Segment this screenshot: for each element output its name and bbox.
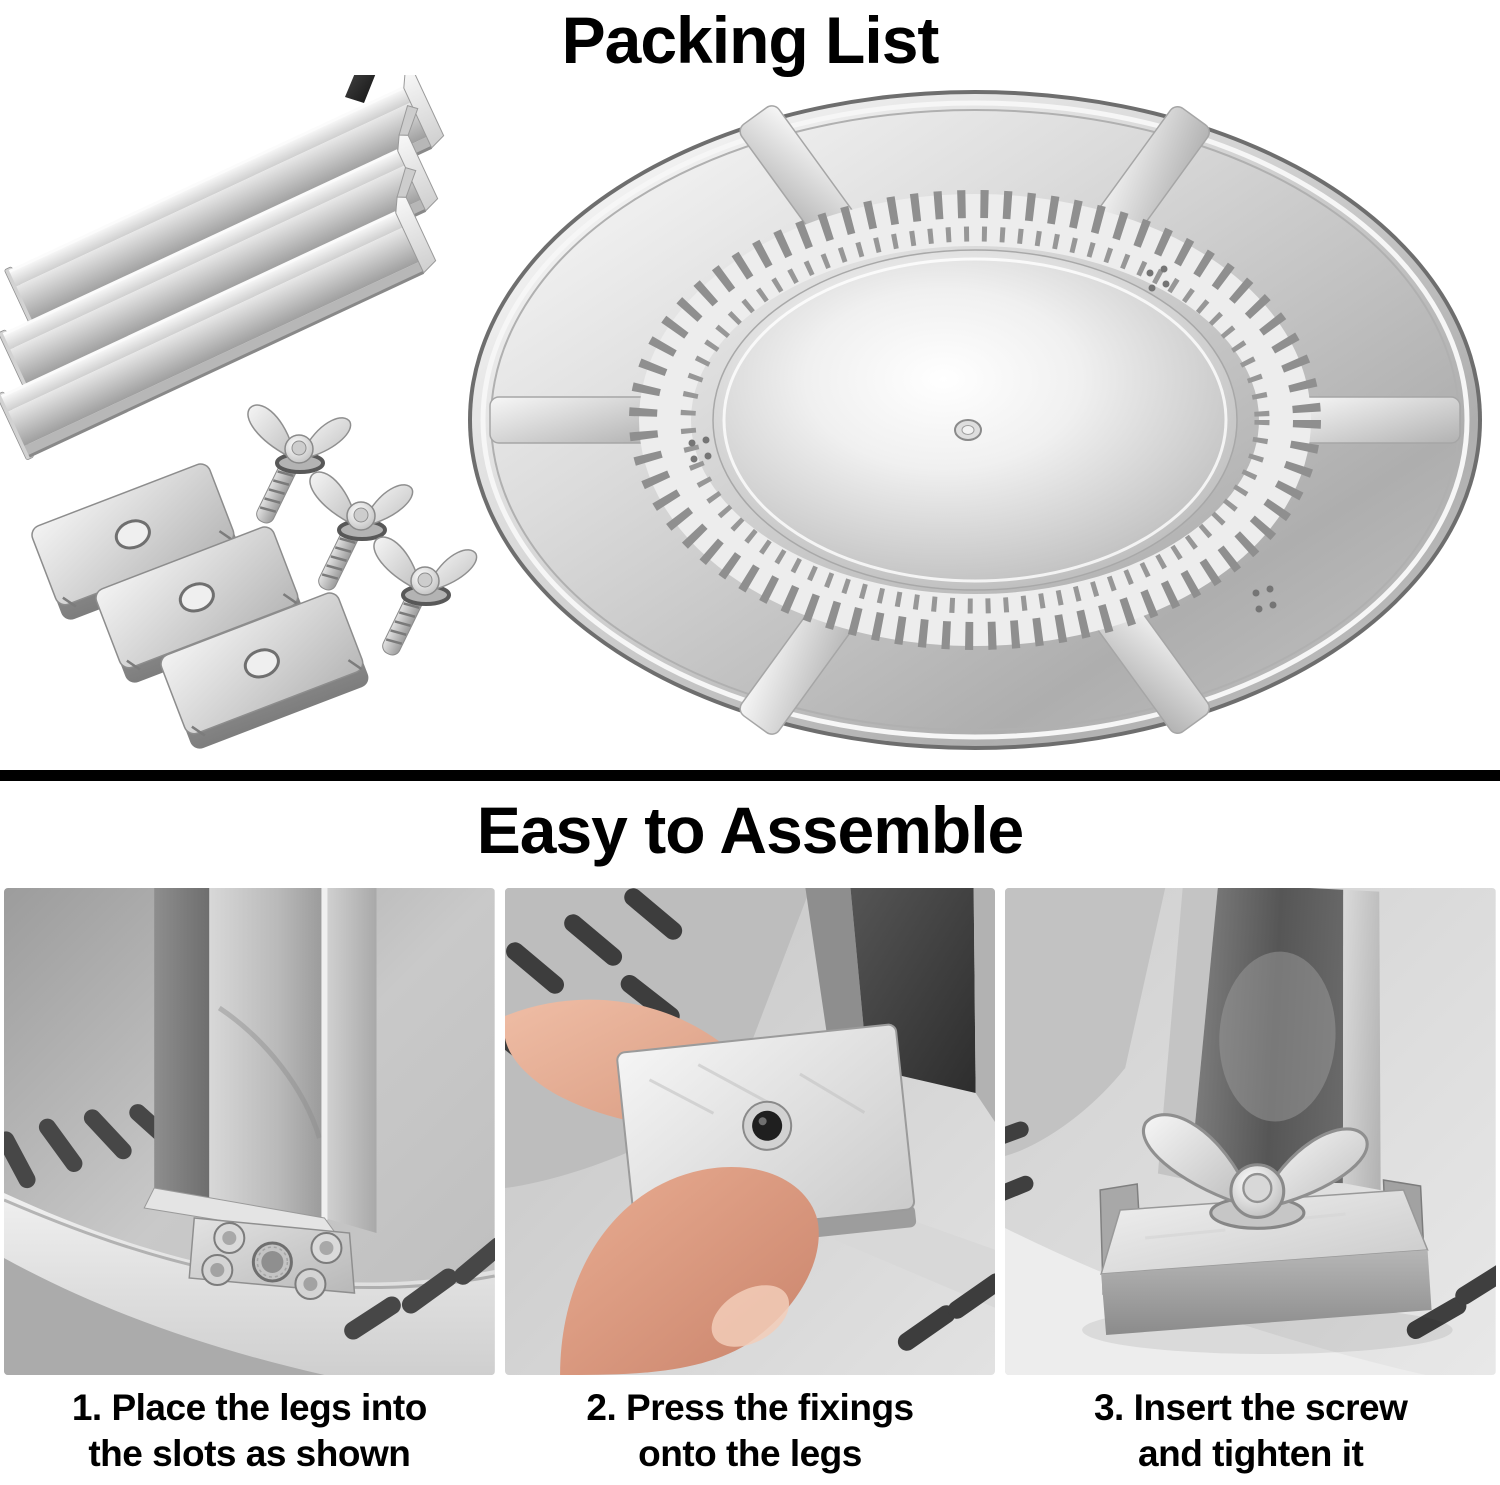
step-caption-line: 2. Press the fixings [586, 1387, 914, 1428]
step-caption-line: 1. Place the legs into [71, 1387, 428, 1428]
packing-list-title: Packing List [561, 3, 940, 77]
vented-lid-plate-image [468, 90, 1482, 750]
plate-center-dome [712, 249, 1238, 591]
step-2-caption: 2. Press the fixings onto the legs [505, 1375, 996, 1477]
assembly-step-3: 3. Insert the screw and tighten it [1005, 888, 1497, 1477]
leg-base-fixings [188, 1217, 356, 1300]
assembly-steps: 1. Place the legs into the slots as show… [0, 888, 1500, 1477]
rivet-dots [688, 265, 1277, 613]
assembly-step-2: 2. Press the fixings onto the legs [504, 888, 996, 1477]
leg-channel [1158, 888, 1381, 1191]
step-caption-line: onto the legs [638, 1433, 862, 1474]
packing-list-visual [0, 75, 1500, 770]
vent-slots [1005, 1121, 1497, 1339]
assembly-step-1: 1. Place the legs into the slots as show… [4, 888, 495, 1477]
assembly-title: Easy to Assemble [476, 793, 1024, 867]
step-1-caption: 1. Place the legs into the slots as show… [4, 1375, 495, 1477]
leg-hook-tab [345, 75, 376, 103]
assembly-section: Easy to Assemble [0, 781, 1500, 1477]
thumb-nail [711, 1285, 789, 1347]
hardware-parts-image [0, 75, 479, 754]
wing-nut-tightened-photo [1005, 888, 1497, 1375]
step-3-caption: 3. Insert the screw and tighten it [1005, 1375, 1496, 1477]
step-caption-line: and tighten it [1138, 1433, 1364, 1474]
vent-slot-ring [629, 190, 1321, 650]
packing-list-section: Packing List [0, 3, 1500, 770]
fixing-plate [1099, 1179, 1432, 1335]
leg-channel [143, 888, 377, 1241]
wing-nut [1142, 1113, 1370, 1230]
leg-in-slots-photo [4, 888, 495, 1375]
press-fixing-photo [504, 888, 996, 1375]
vent-slots-lower [897, 1273, 996, 1351]
step-caption-line: the slots as shown [88, 1433, 411, 1474]
step-caption-line: 3. Insert the screw [1093, 1387, 1408, 1428]
section-divider [0, 770, 1500, 781]
